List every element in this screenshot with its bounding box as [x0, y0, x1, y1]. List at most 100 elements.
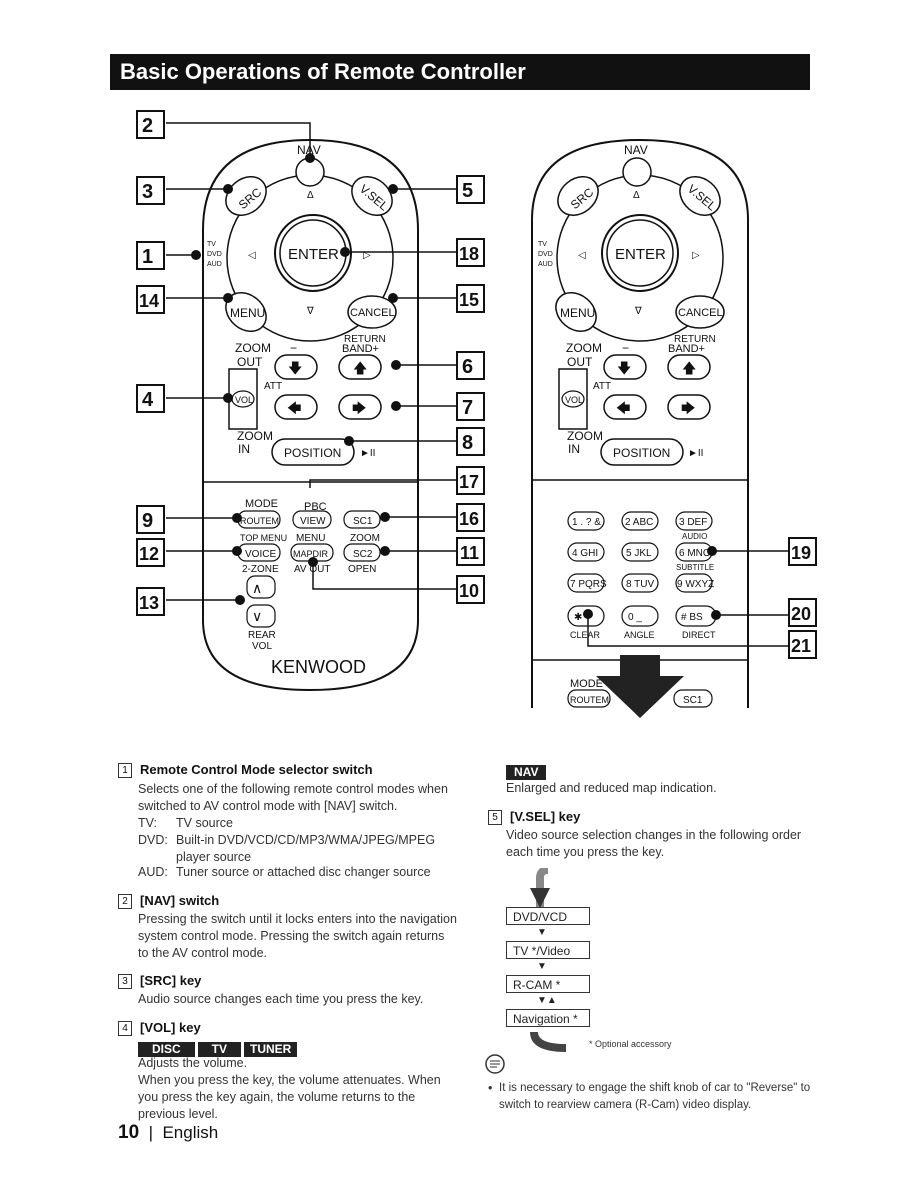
enter-key: ENTER — [288, 246, 339, 263]
svg-text:2-ZONE: 2-ZONE — [242, 564, 279, 575]
svg-text:ENTER: ENTER — [615, 246, 666, 263]
callout-21: 21 — [791, 636, 811, 656]
callout-3: 3 — [142, 181, 153, 203]
svg-text:VIEW: VIEW — [300, 516, 326, 527]
svg-text:Δ: Δ — [633, 190, 640, 201]
svg-text:ZOOM: ZOOM — [566, 341, 602, 355]
svg-text:🡅: 🡅 — [353, 360, 367, 376]
svg-text:SC1: SC1 — [683, 695, 703, 706]
svg-text:MENU: MENU — [296, 533, 325, 544]
vol-key: VOL — [235, 395, 253, 405]
svg-text:ZOOM: ZOOM — [237, 429, 273, 443]
chain-navigation: Navigation * — [506, 1009, 590, 1027]
svg-text:−: − — [290, 341, 297, 355]
key-9: 9 WXYZ — [677, 579, 714, 590]
note-bullet: • — [488, 1081, 493, 1095]
chain-arrow-3-icon: ▼▲ — [537, 995, 557, 1006]
svg-text:🡆: 🡆 — [681, 400, 695, 416]
note-icon — [485, 1054, 505, 1074]
svg-text:OPEN: OPEN — [348, 564, 376, 575]
item-3-heading: 3[SRC] key — [118, 973, 201, 990]
chain-arrow-1-icon: ▼ — [537, 927, 547, 938]
item-1-aud-value: Tuner source or attached disc changer so… — [176, 865, 431, 879]
svg-text:ROUTEM: ROUTEM — [570, 695, 609, 705]
callout-6: 6 — [462, 356, 473, 378]
note-text: It is necessary to engage the shift knob… — [499, 1082, 811, 1111]
key-0: 0 _ — [628, 612, 642, 623]
position-key: POSITION — [284, 446, 341, 460]
svg-text:◁: ◁ — [248, 250, 256, 261]
svg-text:OUT: OUT — [567, 355, 593, 369]
callout-10: 10 — [459, 581, 479, 601]
svg-text:∇: ∇ — [306, 306, 314, 317]
chain-r-cam: R-CAM * — [506, 975, 590, 993]
key-star: ✱ + — [574, 612, 591, 623]
item-1-tv-key: TV: — [138, 816, 157, 830]
svg-text:🡇: 🡇 — [288, 360, 302, 376]
callout-9: 9 — [142, 510, 153, 532]
svg-text:ROUTEM: ROUTEM — [240, 516, 279, 526]
chain-tv-video: TV */Video — [506, 941, 590, 959]
callout-17: 17 — [459, 472, 479, 492]
badge-tuner: TUNER — [244, 1042, 298, 1057]
svg-text:REAR: REAR — [248, 630, 276, 641]
svg-text:AUD: AUD — [538, 261, 553, 268]
key-5: 5 JKL — [626, 548, 652, 559]
callout-16: 16 — [459, 509, 479, 529]
item-4-text-2: When you press the key, the volume atten… — [138, 1073, 441, 1121]
optional-accessory-note: * Optional accessory — [589, 1039, 672, 1049]
item-4-heading: 4[VOL] key — [118, 1020, 201, 1037]
svg-text:∇: ∇ — [634, 306, 642, 317]
svg-text:CLEAR: CLEAR — [570, 630, 601, 640]
svg-text:CANCEL: CANCEL — [678, 307, 723, 319]
svg-text:ANGLE: ANGLE — [624, 630, 655, 640]
remote-body-left — [202, 138, 419, 692]
key-2: 2 ABC — [625, 517, 653, 528]
svg-text:TOP MENU: TOP MENU — [240, 533, 287, 543]
svg-text:▷: ▷ — [692, 250, 700, 261]
svg-text:ZOOM: ZOOM — [350, 533, 380, 544]
page-footer: 10 | English — [118, 1122, 219, 1143]
remote-body-right — [531, 138, 749, 708]
svg-text:🡆: 🡆 — [352, 400, 366, 416]
svg-text:MENU: MENU — [560, 306, 595, 320]
chain-arrow-2-icon: ▼ — [537, 961, 547, 972]
key-4: 4 GHI — [572, 548, 598, 559]
callout-19: 19 — [791, 543, 811, 563]
svg-text:OUT: OUT — [237, 355, 263, 369]
svg-text:🡄: 🡄 — [287, 400, 301, 416]
svg-text:AUDIO: AUDIO — [682, 532, 707, 541]
callout-2: 2 — [142, 115, 153, 137]
svg-text:🡅: 🡅 — [682, 360, 696, 376]
switch-aud: AUD — [207, 261, 222, 268]
item-5-text: Video source selection changes in the fo… — [506, 828, 802, 859]
key-8: 8 TUV — [626, 579, 654, 590]
cancel-key: CANCEL — [350, 307, 395, 319]
slide-arrow-icon — [596, 655, 684, 718]
item-1-tv-value: TV source — [176, 816, 233, 830]
svg-text:Δ: Δ — [307, 190, 314, 201]
svg-text:POSITION: POSITION — [613, 446, 670, 460]
svg-text:🡇: 🡇 — [617, 360, 631, 376]
svg-text:DVD: DVD — [538, 251, 553, 258]
key-6: 6 MNO — [679, 548, 711, 559]
callout-1: 1 — [142, 246, 153, 268]
chain-dvd-vcd: DVD/VCD — [506, 907, 590, 925]
item-1-dvd-key: DVD: — [138, 833, 168, 847]
callout-20: 20 — [791, 604, 811, 624]
page-title: Basic Operations of Remote Controller — [110, 54, 810, 90]
item-3-text: Audio source changes each time you press… — [138, 992, 424, 1006]
svg-text:SUBTITLE: SUBTITLE — [676, 563, 714, 572]
svg-text:TV: TV — [538, 241, 547, 248]
svg-text:IN: IN — [568, 442, 580, 456]
svg-text:SC1: SC1 — [353, 516, 373, 527]
item-1-dvd-value: Built-in DVD/VCD/CD/MP3/WMA/JPEG/MPEG pl… — [176, 833, 436, 864]
svg-text:BAND+: BAND+ — [668, 343, 705, 355]
item-1-text: Selects one of the following remote cont… — [138, 782, 448, 813]
svg-text:MAPDIR: MAPDIR — [293, 549, 329, 559]
callout-11: 11 — [460, 543, 479, 563]
callout-4: 4 — [142, 389, 154, 411]
svg-text:VOL: VOL — [565, 395, 583, 405]
callout-14: 14 — [139, 291, 159, 311]
